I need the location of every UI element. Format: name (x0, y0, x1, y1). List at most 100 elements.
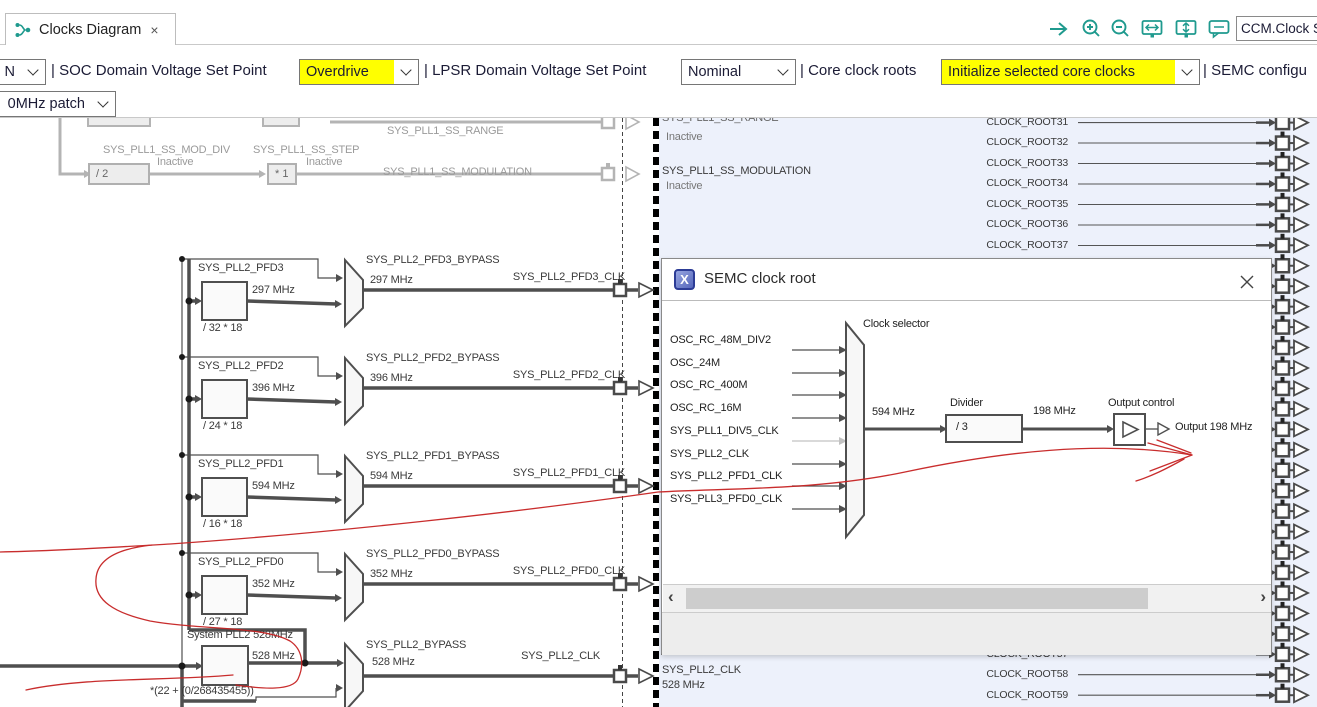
clock-root-connector[interactable] (1274, 380, 1291, 397)
clock-root-connector[interactable] (1274, 298, 1291, 315)
clock-root-connector[interactable] (1274, 319, 1291, 335)
pfd-clk-node[interactable] (612, 282, 628, 298)
dialog-close-icon[interactable] (1237, 272, 1257, 292)
pfd-clk-label: SYS_PLL2_PFD0_CLK (512, 565, 625, 577)
scrollbar-thumb[interactable] (686, 588, 1148, 609)
clock-root-connector[interactable] (1274, 646, 1291, 663)
clock-root-connector[interactable] (1274, 421, 1291, 438)
clock-root-37[interactable]: CLOCK_ROOT37 (986, 239, 1068, 251)
clock-root-33[interactable]: CLOCK_ROOT33 (986, 157, 1068, 169)
dialog-hscrollbar[interactable]: ‹ › (663, 584, 1271, 612)
ss-mod-div-box[interactable]: / 2 (88, 163, 150, 185)
pfd-bypass-mux[interactable] (344, 551, 364, 623)
partial-dropdown-left[interactable]: N (0, 59, 46, 85)
scroll-left-icon[interactable]: ‹ (668, 587, 674, 606)
pfd-box[interactable] (201, 379, 248, 419)
soc-voltage-dropdown[interactable]: Overdrive (299, 59, 419, 85)
clock-slices-field[interactable]: CCM.Clock Slices (1236, 16, 1317, 41)
go-into-arrow-icon[interactable] (1048, 18, 1072, 40)
clock-root-connector[interactable] (1274, 503, 1291, 519)
soc-domain-label: | SOC Domain Voltage Set Point (51, 62, 267, 79)
clock-root-35[interactable]: CLOCK_ROOT35 (986, 198, 1068, 210)
clock-selector-mux[interactable] (845, 320, 865, 540)
clock-root-connector[interactable] (1274, 176, 1291, 192)
dialog-titlebar[interactable]: X SEMC clock root (662, 259, 1271, 301)
pfd-bypass-mux[interactable] (344, 355, 364, 427)
clock-root-connector[interactable] (1274, 196, 1291, 213)
clock-root-connector[interactable] (1274, 155, 1291, 172)
mux-input-label[interactable]: SYS_PLL2_PFD1_CLK (670, 470, 783, 482)
clock-root-connector[interactable] (1274, 687, 1291, 703)
mux-input-label[interactable]: SYS_PLL3_PFD0_CLK (670, 493, 783, 505)
clock-root-connector[interactable] (1274, 118, 1291, 131)
pfd-clk-node[interactable] (612, 380, 628, 396)
clock-root-32[interactable]: CLOCK_ROOT32 (986, 136, 1068, 148)
scroll-right-icon[interactable]: › (1260, 587, 1266, 606)
pfd-box[interactable] (201, 477, 248, 517)
ss-chain-arrows (84, 170, 266, 178)
clock-root-connector[interactable] (1274, 523, 1291, 540)
clock-root-34[interactable]: CLOCK_ROOT34 (986, 177, 1068, 189)
ss-step-box[interactable]: * 1 (267, 163, 297, 185)
clock-root-connector[interactable] (1274, 278, 1291, 294)
tab-close-icon[interactable]: × (150, 21, 159, 38)
pfd-freq: 396 MHz (252, 382, 295, 394)
pfd-divider[interactable]: / 24 * 18 (203, 420, 243, 432)
divider-value[interactable]: / 3 (956, 421, 968, 433)
pfd-freq: 297 MHz (252, 284, 295, 296)
pfd-divider[interactable]: / 16 * 18 (203, 518, 243, 530)
pll2-mult[interactable]: *(22 + (0/268435455)) (150, 685, 254, 697)
clock-root-36[interactable]: CLOCK_ROOT36 (986, 218, 1068, 230)
ss-chain-wires (58, 118, 602, 176)
clock-root-connector[interactable] (1274, 135, 1291, 151)
lpsr-voltage-dropdown[interactable]: Nominal (681, 59, 796, 85)
clock-root-connector[interactable] (1274, 442, 1291, 458)
mux-input-label[interactable]: SYS_PLL1_DIV5_CLK (670, 425, 779, 437)
pfd-divider[interactable]: / 32 * 18 (203, 322, 243, 334)
chevron-down-icon (394, 60, 418, 84)
divider-box[interactable] (945, 414, 1023, 443)
clock-root-connector[interactable] (1274, 544, 1291, 560)
pfd-divider[interactable]: / 27 * 18 (203, 616, 243, 628)
pll2-clk-node[interactable] (612, 668, 628, 684)
clock-root-connector[interactable] (1274, 258, 1291, 274)
clock-root-59[interactable]: CLOCK_ROOT59 (986, 689, 1068, 701)
mux-input-label[interactable]: OSC_RC_16M (670, 402, 742, 414)
mux-input-label[interactable]: OSC_RC_48M_DIV2 (670, 334, 771, 346)
clock-root-connector[interactable] (1274, 605, 1291, 622)
pfd-box[interactable] (201, 575, 248, 615)
clock-root-connector[interactable] (1274, 217, 1291, 233)
chevron-down-icon (21, 60, 45, 84)
pfd-clk-node[interactable] (612, 478, 628, 494)
pfd-box[interactable] (201, 281, 248, 321)
zoom-out-icon[interactable] (1109, 18, 1133, 40)
clock-root-connector[interactable] (1274, 462, 1291, 478)
clock-root-31[interactable]: CLOCK_ROOT31 (986, 118, 1068, 128)
clock-root-58[interactable]: CLOCK_ROOT58 (986, 668, 1068, 680)
tab-clocks-diagram[interactable]: Clocks Diagram × (5, 13, 176, 45)
zoom-in-icon[interactable] (1080, 18, 1104, 40)
clock-root-connector[interactable] (1274, 667, 1291, 683)
fit-vertical-icon[interactable] (1174, 18, 1198, 40)
mux-input-label[interactable]: OSC_24M (670, 357, 720, 369)
clock-root-connector[interactable] (1274, 401, 1291, 417)
patch-dropdown[interactable]: 0MHz patch (0, 91, 116, 117)
mux-input-label[interactable]: OSC_RC_400M (670, 379, 748, 391)
pll2-bypass-mux[interactable] (344, 641, 364, 707)
clock-root-connector[interactable] (1274, 482, 1291, 499)
pll2-box[interactable] (201, 645, 249, 686)
clock-root-connector[interactable] (1274, 585, 1291, 601)
pfd-clk-node[interactable] (612, 576, 628, 592)
clock-root-connector[interactable] (1274, 360, 1291, 376)
core-clocks-dropdown[interactable]: Initialize selected core clocks (941, 59, 1200, 85)
pfd-bypass-mux[interactable] (344, 257, 364, 329)
mux-input-label[interactable]: SYS_PLL2_CLK (670, 448, 749, 460)
fit-horizontal-icon[interactable] (1140, 18, 1164, 40)
clock-root-connector[interactable] (1274, 564, 1291, 581)
clock-root-connector[interactable] (1274, 339, 1291, 356)
clock-root-connector[interactable] (1274, 626, 1291, 642)
clock-root-connector[interactable] (1274, 237, 1291, 254)
comment-icon[interactable] (1207, 18, 1231, 40)
pfd-bypass-mux[interactable] (344, 453, 364, 525)
pll2-trunk-wires (0, 259, 638, 707)
